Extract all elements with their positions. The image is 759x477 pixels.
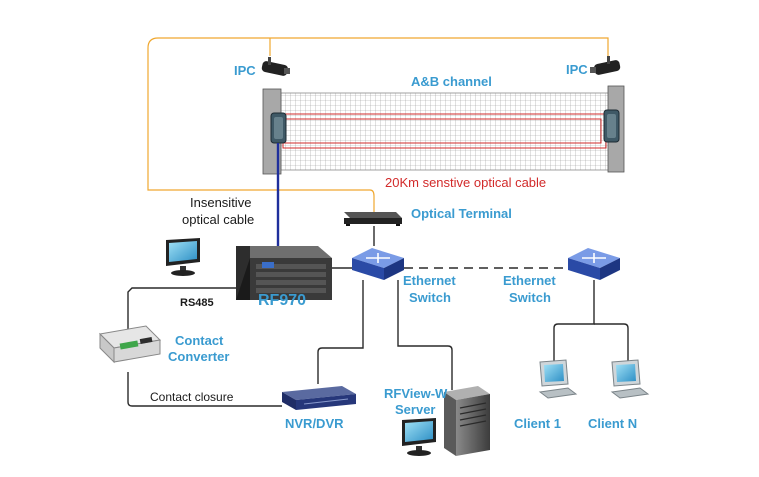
ipc-right-label: IPC xyxy=(566,62,588,77)
sensitive-cable-label: 20Km senstive optical cable xyxy=(385,175,546,190)
ethernet-switch-1-label-line1: Ethernet xyxy=(403,273,456,288)
ethernet-switch-2-label-line1: Ethernet xyxy=(503,273,556,288)
contact-converter-label-line2: Converter xyxy=(168,349,229,364)
nvr-dvr-device xyxy=(282,386,356,410)
fence xyxy=(262,85,625,175)
contact-converter-device xyxy=(98,325,162,364)
ab-channel-label: A&B channel xyxy=(411,74,492,89)
contact-closure-label: Contact closure xyxy=(150,390,234,404)
optical-terminal-label: Optical Terminal xyxy=(411,206,512,221)
insensitive-cable-label-line1: Insensitive xyxy=(190,195,251,210)
monitor-icon-server xyxy=(402,418,436,456)
client-n-label: Client N xyxy=(588,416,637,431)
rfview-label-line2: Server xyxy=(395,402,435,417)
contact-converter-label-line1: Contact xyxy=(175,333,224,348)
fence-sensor-left xyxy=(270,112,287,144)
ipc-camera-icon-right xyxy=(590,56,621,75)
fence-sensor-right xyxy=(603,109,620,143)
client-n-computer xyxy=(610,359,650,399)
nvr-dvr-label: NVR/DVR xyxy=(285,416,344,431)
ipc-left-label: IPC xyxy=(234,63,256,78)
ethernet-switch-icon-2 xyxy=(568,248,620,280)
camera-feed-line xyxy=(147,37,609,212)
monitor-icon-rs485 xyxy=(166,238,200,276)
rf970-device xyxy=(236,246,332,300)
ethernet-switch-icon-1 xyxy=(352,248,404,280)
client-1-label: Client 1 xyxy=(514,416,561,431)
client-1-computer xyxy=(538,359,578,399)
rfview-label-line1: RFView-W xyxy=(384,386,448,401)
rfview-server-device xyxy=(444,386,490,456)
insensitive-cable-label-line2: optical cable xyxy=(182,212,254,227)
rf970-label: RF970 xyxy=(258,292,306,309)
ethernet-switch-1-label-line2: Switch xyxy=(409,290,451,305)
rs485-label: RS485 xyxy=(180,297,214,309)
ipc-camera-icon-left xyxy=(261,57,290,76)
ethernet-switch-2-label-line2: Switch xyxy=(509,290,551,305)
optical-terminal-device xyxy=(344,212,402,226)
